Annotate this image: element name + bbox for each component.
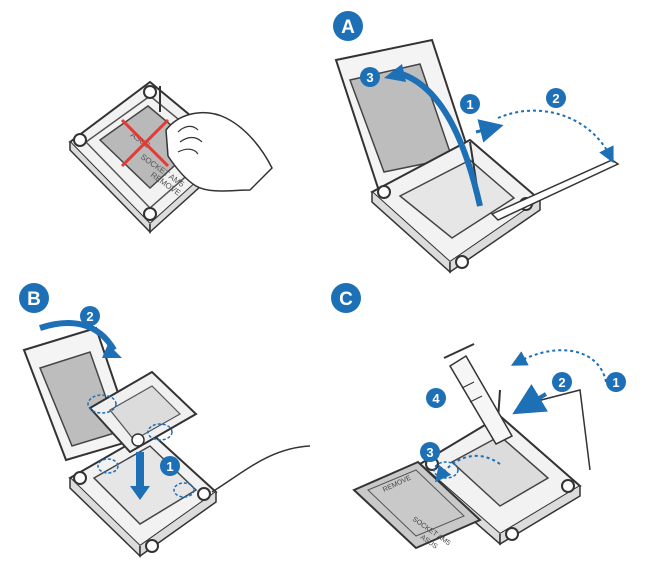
arrow-align-cpu: [39, 320, 117, 352]
panel-a-badge: [333, 11, 363, 41]
svg-text:3: 3: [366, 70, 373, 85]
panel-a-label: A: [341, 17, 355, 38]
thermal-paste-syringe-icon: [443, 343, 514, 445]
removed-cap: [352, 460, 482, 550]
panel-b: B 2 1: [19, 283, 311, 558]
svg-text:C: C: [339, 289, 353, 310]
do-not-touch-x-icon: [120, 118, 170, 168]
panel-a: A 3 1 2: [333, 11, 620, 274]
step-3-badge: [360, 67, 380, 87]
step-2-badge: [546, 88, 566, 108]
svg-text:3: 3: [426, 445, 433, 460]
svg-text:2: 2: [552, 91, 559, 106]
lever-arm-b: [211, 445, 311, 493]
arrow-cap-release: [434, 454, 501, 483]
svg-text:4: 4: [432, 391, 440, 406]
panel-c: C REMOVE SOCKET AM5 ASUS 1 2 3 4: [331, 283, 626, 551]
svg-text:1: 1: [466, 97, 473, 112]
lever-arm: [490, 159, 620, 221]
svg-text:B: B: [27, 289, 41, 310]
arrow-lever-push: [475, 119, 504, 143]
arrow-lever-swing: [497, 109, 614, 164]
svg-text:2: 2: [86, 309, 93, 324]
arrow-open-plate: [393, 69, 483, 207]
svg-text:1: 1: [166, 459, 173, 474]
arrow-lower-lever: [510, 349, 607, 383]
hand-icon: [165, 111, 273, 192]
arrow-lock-lever: [512, 384, 548, 415]
panel-b-badge: [19, 283, 49, 313]
svg-text:1: 1: [612, 375, 619, 390]
svg-text:2: 2: [558, 375, 565, 390]
panel-c-badge: [331, 283, 361, 313]
step-1-badge: [460, 94, 480, 114]
notch-highlight: [87, 394, 117, 414]
panel-remove-cap: ASUS SOCKET AM5 REMOVE: [68, 80, 273, 234]
